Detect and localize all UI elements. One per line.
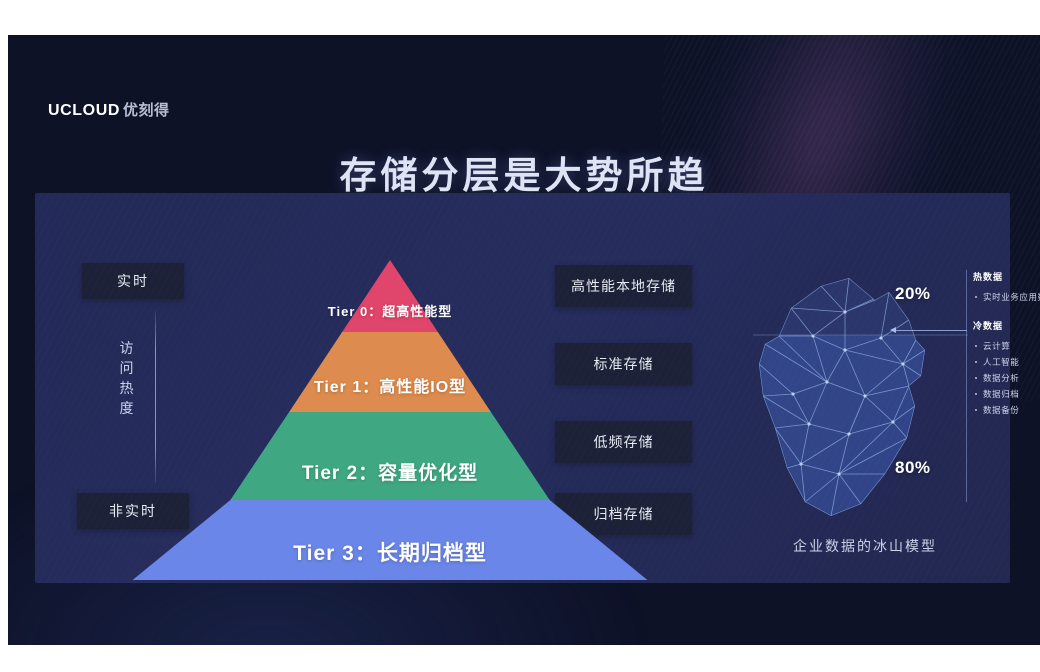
pyramid-tier-3-label: Tier 3：长期归档型 bbox=[293, 542, 487, 565]
chip-realtime: 实时 bbox=[82, 263, 184, 299]
slide-canvas: UCLOUD 优刻得 存储分层是大势所趋 实时 访问热度 非实时 Tier 0：… bbox=[8, 35, 1040, 645]
legend-item-cold-1: 人工智能 bbox=[973, 354, 1040, 370]
iceberg-connector-arrow bbox=[890, 327, 967, 333]
iceberg-diagram: 20% 80% 热数据 实时业务应用数据 冷数据 云计算 人工智能 数据分析 数… bbox=[735, 248, 1040, 578]
logo-text-en: UCLOUD bbox=[48, 102, 121, 119]
legend-item-cold-4: 数据备份 bbox=[973, 402, 1040, 418]
iceberg-hot-percent: 20% bbox=[895, 284, 931, 303]
legend-item-cold-3: 数据归档 bbox=[973, 386, 1040, 402]
legend-divider bbox=[966, 270, 967, 502]
pyramid-tier-2: Tier 2：容量优化型 bbox=[130, 412, 650, 500]
logo-text-cn: 优刻得 bbox=[123, 102, 170, 119]
legend-group-cold-data: 冷数据 云计算 人工智能 数据分析 数据归档 数据备份 bbox=[973, 319, 1040, 418]
product-chip-archive: 归档存储 bbox=[555, 493, 692, 535]
pyramid-tier-3: Tier 3：长期归档型 bbox=[130, 500, 650, 580]
legend-title-hot: 热数据 bbox=[973, 272, 1004, 282]
iceberg-wireframe-graphic bbox=[753, 278, 968, 516]
legend-group-hot-data: 热数据 实时业务应用数据 bbox=[973, 270, 1040, 305]
access-heat-axis-line bbox=[155, 311, 156, 483]
pyramid-tier-1: Tier 1：高性能IO型 bbox=[130, 332, 650, 412]
iceberg-legend: 热数据 实时业务应用数据 冷数据 云计算 人工智能 数据分析 数据归档 数据备份 bbox=[973, 270, 1040, 418]
pyramid-tier-3-shape bbox=[132, 500, 648, 580]
product-chip-high-performance-local: 高性能本地存储 bbox=[555, 265, 692, 307]
storage-tier-pyramid: Tier 0：超高性能型 Tier 1：高性能IO型 Tier 2：容量优化型 … bbox=[130, 260, 650, 580]
product-chip-infrequent-access: 低频存储 bbox=[555, 421, 692, 463]
iceberg-caption: 企业数据的冰山模型 bbox=[793, 538, 937, 554]
legend-item-cold-0: 云计算 bbox=[973, 338, 1040, 354]
pyramid-tier-2-shape bbox=[230, 412, 550, 500]
pyramid-tier-2-label: Tier 2：容量优化型 bbox=[301, 462, 479, 484]
legend-item-cold-2: 数据分析 bbox=[973, 370, 1040, 386]
ucloud-logo: UCLOUD 优刻得 bbox=[48, 99, 170, 120]
page-title: 存储分层是大势所趋 bbox=[339, 155, 709, 196]
pyramid-tier-0-label: Tier 0：超高性能型 bbox=[327, 303, 453, 319]
legend-item-hot-0: 实时业务应用数据 bbox=[973, 289, 1040, 305]
pyramid-tier-0: Tier 0：超高性能型 bbox=[130, 260, 650, 332]
product-chip-standard: 标准存储 bbox=[555, 343, 692, 385]
chip-non-realtime: 非实时 bbox=[77, 493, 189, 529]
pyramid-tier-1-label: Tier 1：高性能IO型 bbox=[313, 379, 467, 396]
legend-title-cold: 冷数据 bbox=[973, 321, 1004, 331]
iceberg-cold-percent: 80% bbox=[895, 458, 931, 477]
content-panel: 实时 访问热度 非实时 Tier 0：超高性能型 Tier 1：高性能IO型 T… bbox=[35, 193, 1040, 583]
access-heat-axis-label: 访问热度 bbox=[119, 340, 135, 416]
